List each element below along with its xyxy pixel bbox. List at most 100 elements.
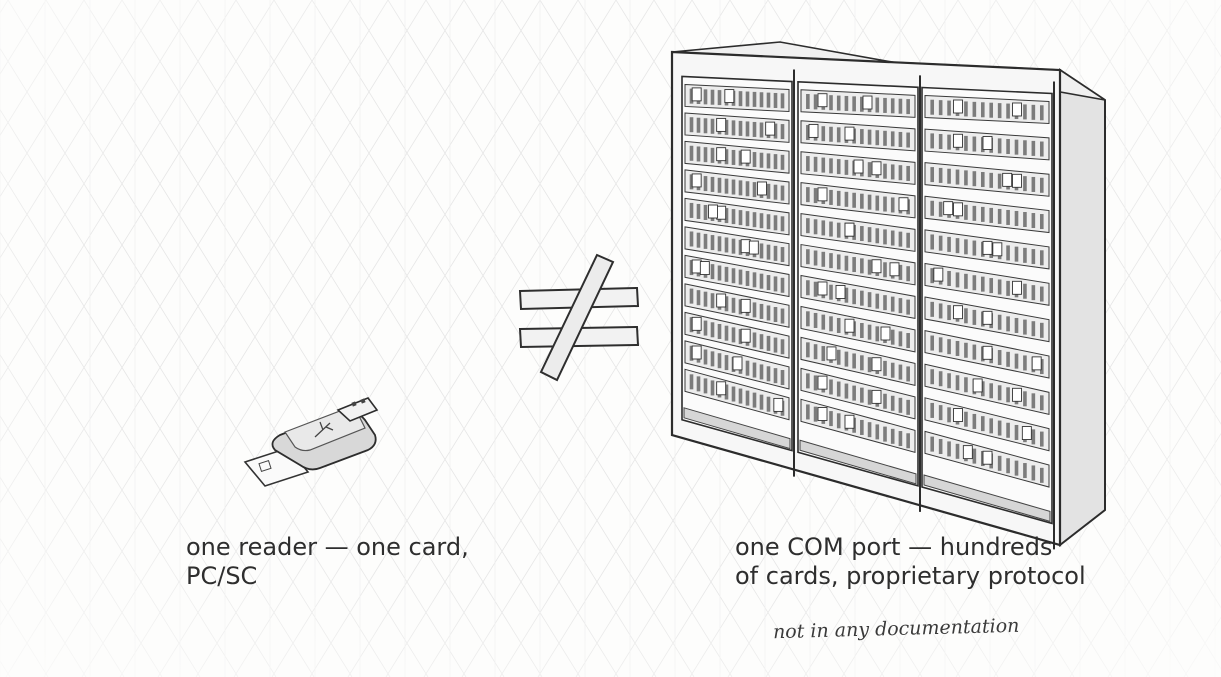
sim-card bbox=[817, 407, 828, 421]
card-shelf bbox=[800, 182, 916, 219]
cabinet-column-1 bbox=[681, 69, 795, 477]
card-shelf bbox=[800, 151, 916, 185]
sim-card bbox=[1012, 102, 1022, 117]
sim-card bbox=[853, 159, 864, 174]
card-shelf bbox=[684, 368, 790, 421]
sim-card bbox=[817, 93, 828, 108]
sim-card bbox=[757, 181, 767, 196]
sim-card bbox=[953, 305, 963, 320]
sim-card bbox=[765, 121, 776, 136]
sim-card bbox=[817, 187, 828, 202]
card-shelf bbox=[924, 229, 1050, 270]
sim-card bbox=[844, 318, 855, 333]
sim-card bbox=[740, 328, 751, 343]
sim-card bbox=[898, 197, 909, 212]
sim-card bbox=[691, 87, 702, 102]
sim-card bbox=[691, 173, 702, 188]
sim-card bbox=[943, 201, 954, 216]
card-shelf bbox=[800, 367, 916, 420]
sim-card bbox=[835, 285, 846, 299]
card-shelf bbox=[800, 89, 916, 118]
sim-card bbox=[732, 356, 743, 371]
card-shelf bbox=[924, 296, 1050, 343]
single-reader-caption-line2: PC/SC bbox=[186, 562, 258, 590]
sim-card bbox=[953, 408, 963, 422]
sim-card bbox=[740, 149, 751, 164]
card-shelf bbox=[800, 120, 916, 152]
sim-card bbox=[773, 397, 784, 412]
sim-card bbox=[826, 346, 837, 361]
card-shelf bbox=[684, 83, 790, 113]
single-reader-caption: one reader — one card, PC/SC bbox=[186, 533, 469, 591]
sim-card bbox=[691, 345, 702, 360]
sim-card bbox=[982, 136, 993, 150]
cabinet-column-3 bbox=[921, 81, 1055, 550]
sim-card bbox=[1012, 280, 1022, 295]
card-shelf bbox=[800, 274, 916, 319]
card-shelf bbox=[684, 254, 790, 298]
card-shelf bbox=[684, 197, 790, 236]
sim-card bbox=[691, 259, 702, 274]
card-shelf bbox=[684, 340, 790, 390]
card-shelf bbox=[924, 397, 1050, 452]
sim-card bbox=[871, 259, 882, 274]
sim-card bbox=[871, 389, 882, 404]
sim-card bbox=[933, 267, 944, 282]
sim-card bbox=[808, 123, 819, 138]
sim-card bbox=[716, 205, 727, 220]
card-shelf bbox=[684, 226, 790, 267]
sim-card bbox=[817, 281, 828, 296]
sim-card bbox=[982, 310, 993, 325]
sim-card bbox=[716, 147, 727, 162]
sim-card bbox=[691, 316, 702, 331]
card-shelf bbox=[924, 94, 1050, 125]
usb-card-reader-icon bbox=[243, 397, 379, 487]
card-cabinet-icon bbox=[670, 41, 1106, 550]
sim-card bbox=[817, 375, 828, 390]
sim-card bbox=[871, 161, 882, 176]
sim-card bbox=[992, 242, 1003, 257]
sim-card bbox=[708, 204, 718, 219]
card-shelf bbox=[684, 169, 790, 205]
sim-card bbox=[716, 293, 727, 308]
cabinet-side-panel bbox=[1059, 68, 1106, 548]
sim-card bbox=[844, 414, 855, 429]
card-shelf bbox=[800, 305, 916, 353]
card-shelf bbox=[924, 262, 1050, 306]
card-shelf bbox=[684, 283, 790, 328]
card-shelf bbox=[924, 330, 1050, 379]
card-shelf bbox=[924, 128, 1050, 161]
card-shelf bbox=[924, 162, 1050, 197]
sim-card bbox=[1031, 356, 1042, 371]
sim-card bbox=[871, 357, 882, 372]
sim-card bbox=[740, 298, 751, 313]
card-shelf bbox=[800, 243, 916, 286]
cabinet-caption-line2: of cards, proprietary protocol bbox=[735, 562, 1086, 590]
card-shelf bbox=[684, 311, 790, 359]
cabinet-caption: one COM port — hundreds of cards, propri… bbox=[735, 533, 1086, 591]
sim-card bbox=[716, 381, 727, 396]
card-shelf bbox=[800, 213, 916, 252]
sim-card bbox=[962, 445, 973, 460]
card-shelf bbox=[800, 336, 916, 386]
sim-card bbox=[748, 240, 759, 255]
card-shelf bbox=[800, 398, 916, 454]
sim-card bbox=[699, 261, 710, 276]
card-shelf bbox=[684, 140, 790, 174]
sim-card bbox=[844, 222, 855, 237]
card-shelf bbox=[924, 195, 1050, 234]
sim-card bbox=[724, 89, 735, 104]
single-reader-caption-line1: one reader — one card, bbox=[186, 533, 469, 561]
sim-card bbox=[953, 202, 963, 217]
sim-card bbox=[982, 345, 993, 360]
sim-card bbox=[1012, 387, 1022, 402]
sim-card bbox=[953, 99, 963, 114]
sim-card bbox=[982, 450, 993, 465]
sim-card bbox=[862, 95, 873, 110]
sim-card bbox=[880, 326, 891, 341]
sim-card bbox=[716, 117, 727, 132]
sim-card bbox=[740, 239, 751, 254]
sim-card bbox=[889, 262, 900, 277]
cabinet-caption-line1: one COM port — hundreds bbox=[735, 533, 1053, 561]
card-shelf bbox=[924, 363, 1050, 415]
